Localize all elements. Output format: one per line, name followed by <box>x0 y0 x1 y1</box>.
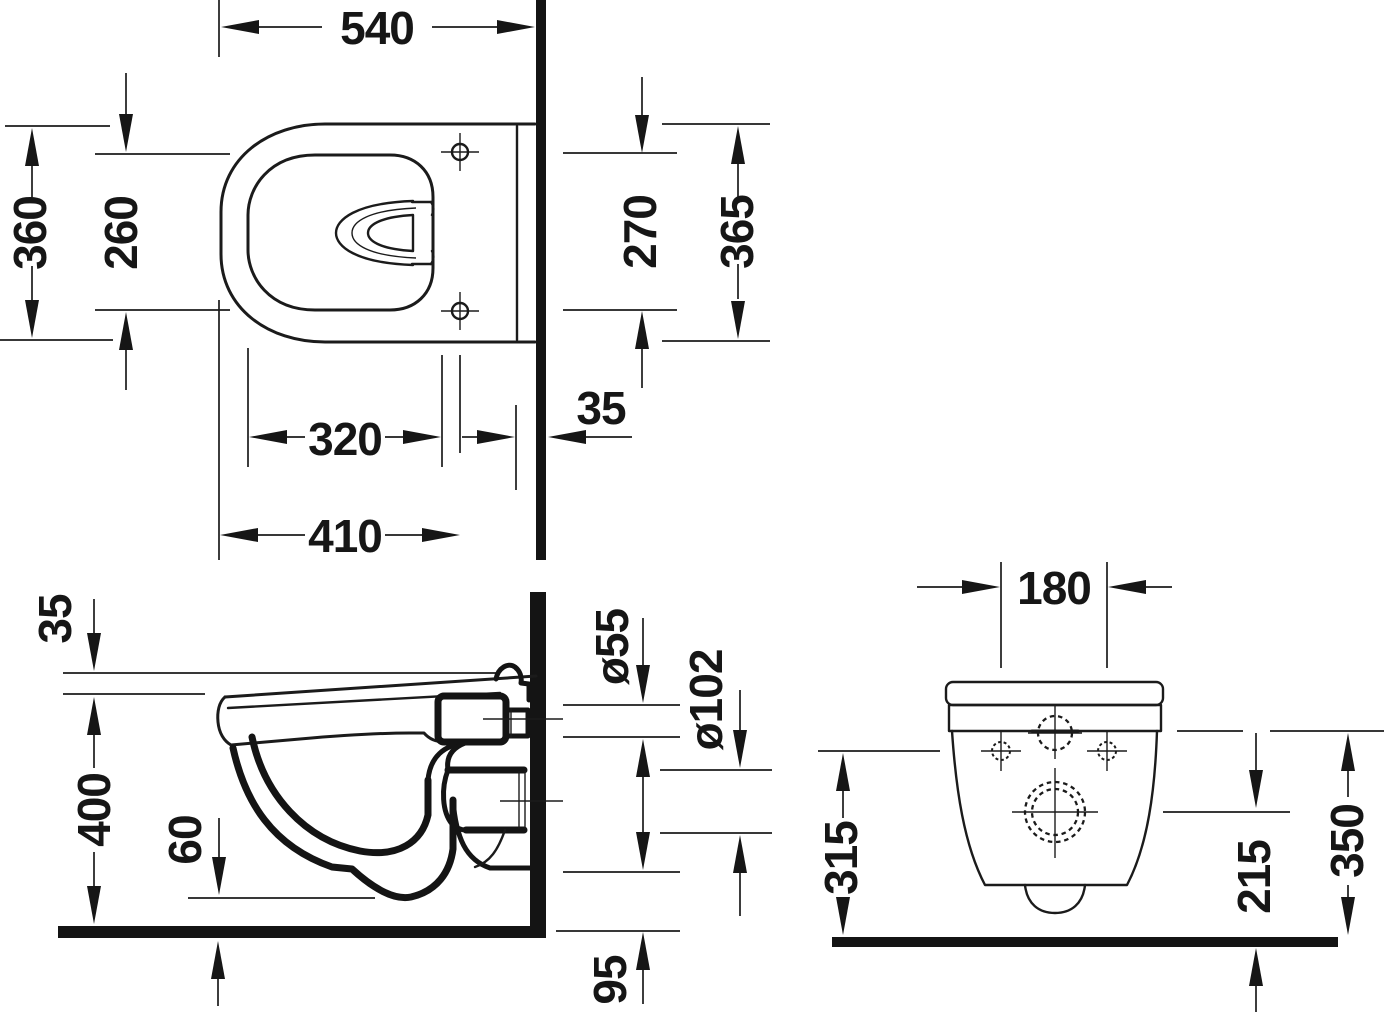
dim-label-o102: ø102 <box>680 650 732 751</box>
dim-side-outlet-height: 95 <box>584 932 650 1005</box>
dim-side-outlet-dia: ø102 <box>680 650 747 916</box>
dim-label-400: 400 <box>68 773 120 847</box>
dim-label-320: 320 <box>308 413 382 465</box>
plan-view: 540 360 260 270 <box>0 0 770 562</box>
floor-line-side <box>58 926 546 938</box>
outlet-hole-rear <box>1012 768 1098 858</box>
fixing-hole-left-rear <box>981 731 1021 771</box>
dim-label-410: 410 <box>308 510 382 562</box>
floor-line-rear <box>832 937 1338 947</box>
dim-label-260: 260 <box>95 196 147 270</box>
outlet-pipe-section <box>441 740 528 869</box>
dim-label-360: 360 <box>4 196 56 270</box>
dim-label-350: 350 <box>1321 804 1373 878</box>
dim-plan-bowl-to-axis: 320 <box>249 413 441 465</box>
dim-plan-bowl-width: 260 <box>95 73 147 390</box>
rear-view: 180 315 215 350 <box>815 562 1384 1012</box>
dim-plan-hole-spacing: 270 <box>614 77 666 388</box>
dim-label-215: 215 <box>1228 840 1280 914</box>
dim-label-365: 365 <box>711 195 763 269</box>
dim-label-95: 95 <box>584 955 636 1005</box>
dim-plan-rear-width: 365 <box>711 126 763 339</box>
dim-plan-overall-width: 360 <box>4 128 56 338</box>
dim-label-180: 180 <box>1017 562 1091 614</box>
plan-extension-lines <box>0 0 770 560</box>
dim-label-35-side: 35 <box>29 594 81 644</box>
dim-plan-front-to-fixing: 410 <box>220 510 460 562</box>
dim-side-rim-slope: 35 <box>29 594 101 671</box>
fixing-hole-top <box>441 133 479 171</box>
dim-plan-wall-offset: 35 <box>462 382 632 444</box>
dim-label-270: 270 <box>614 195 666 269</box>
toilet-body-plan <box>219 122 537 344</box>
dim-rear-body-height: 350 <box>1321 733 1373 935</box>
dim-plan-depth: 540 <box>221 2 535 54</box>
fixing-hole-bottom <box>441 292 479 330</box>
rear-extension-lines <box>818 562 1384 813</box>
side-extension-lines <box>63 693 772 932</box>
dim-label-315: 315 <box>815 821 867 895</box>
drain-plan <box>334 199 435 267</box>
toilet-profile-side <box>216 662 563 902</box>
dim-side-inlet-dia: ø55 <box>586 608 650 870</box>
dim-label-60: 60 <box>159 815 211 864</box>
outlet-bump-rear <box>1023 883 1087 915</box>
dim-rear-fixing-height: 315 <box>815 753 867 935</box>
wall-section-side <box>530 592 546 938</box>
dim-rear-outlet-height: 215 <box>1228 733 1280 1012</box>
floor-pointer-side <box>211 941 225 1006</box>
dim-label-o55: ø55 <box>586 608 638 685</box>
dim-side-rim-height: 400 <box>68 697 120 924</box>
dim-rear-hole-spacing: 180 <box>917 562 1172 614</box>
dim-label-35-plan: 35 <box>576 382 626 434</box>
bowl-rim-plan <box>246 153 435 312</box>
dim-label-540: 540 <box>340 2 414 54</box>
wall-section-plan <box>536 0 546 560</box>
side-view: 35 400 60 ø55 <box>29 592 772 1006</box>
fixing-hole-right-rear <box>1087 731 1127 771</box>
inlet-hole-rear <box>1028 706 1082 759</box>
dim-side-sump: 60 <box>159 815 226 895</box>
